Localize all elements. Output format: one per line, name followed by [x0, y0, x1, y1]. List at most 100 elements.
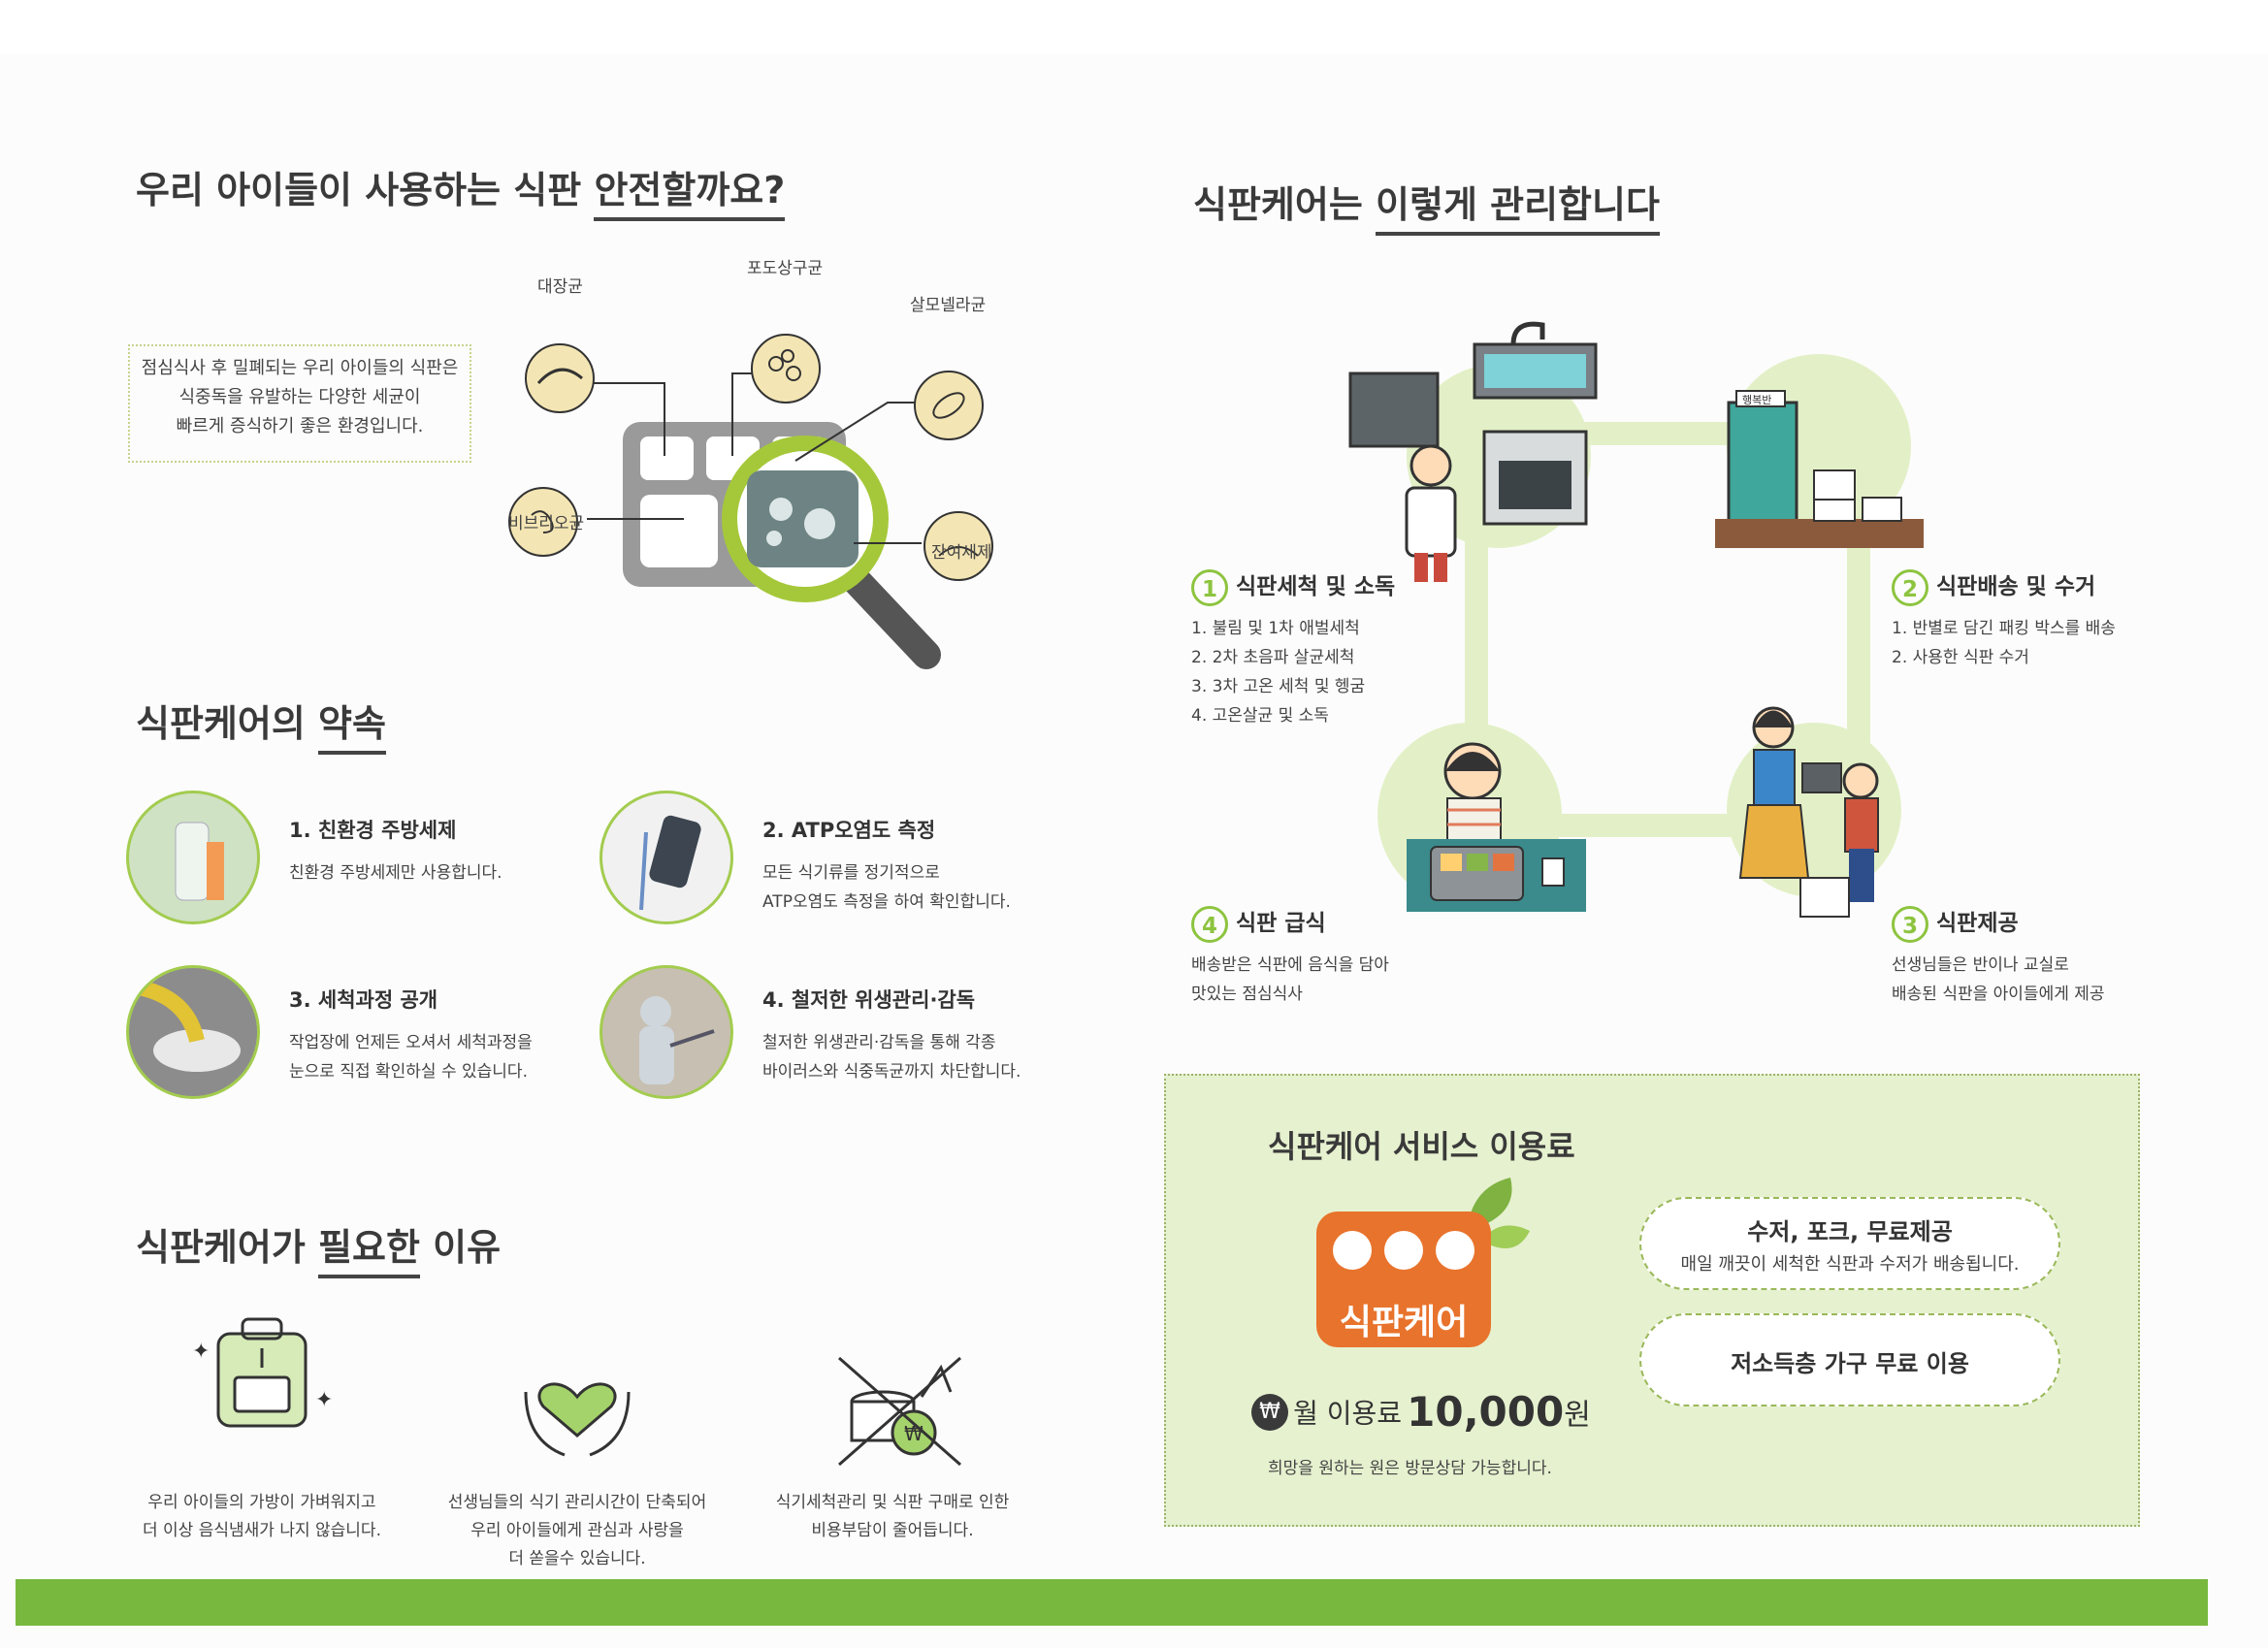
promise-photo-1	[126, 791, 260, 924]
step-3: 3 식판제공 선생님들은 반이나 교실로 배송된 식판을 아이들에게 제공	[1892, 904, 2105, 1009]
low-income-free-pill: 저소득층 가구 무료 이용	[1639, 1313, 2060, 1406]
reason-3-text: 식기세척관리 및 식판 구매로 인한 비용부담이 줄어듭니다.	[766, 1489, 1019, 1545]
step-desc-line: 배송된 식판을 아이들에게 제공	[1892, 984, 2105, 1004]
promise-item-desc: 친환경 주방세제만 사용합니다.	[289, 858, 502, 888]
promise-item-title: 3. 세척과정 공개	[289, 988, 438, 1012]
backpack-icon: ✦✦	[192, 1317, 333, 1428]
free-cutlery-pill: 수저, 포크, 무료제공 매일 깨끗이 세척한 식판과 수저가 배송됩니다.	[1639, 1197, 2060, 1290]
germ-label-salmonella: 살모넬라균	[910, 296, 987, 315]
step-desc-line: 1. 반별로 담긴 패킹 박스를 배송	[1892, 618, 2116, 638]
step-desc-line: 4. 고온살균 및 소독	[1191, 705, 1329, 726]
step-title: 식판제공	[1936, 911, 2019, 936]
germ-label-ecoli: 대장균	[537, 277, 583, 297]
reason-line: 우리 아이들의 가방이 가벼워지고	[147, 1493, 376, 1512]
promise-item-title: 4. 철저한 위생관리·감독	[762, 988, 976, 1012]
fee-panel: 식판케어 서비스 이용료 식판케어 ₩ 월 이용료 10,000원 희망을 원하…	[1164, 1074, 2140, 1527]
step-desc-line: 배송받은 식판에 음식을 담아	[1191, 954, 1389, 975]
delivery-illustration: 행복반	[1715, 390, 1924, 548]
step-desc: 1. 불림 및 1차 애벌세척 2. 2차 초음파 살균세척 3. 3차 고온 …	[1191, 614, 1395, 730]
won-icon: ₩	[1251, 1393, 1288, 1431]
promise-photo-3	[126, 965, 260, 1099]
caring-hands-heart-icon	[524, 1382, 631, 1457]
step-desc-line: 2. 2차 초음파 살균세척	[1191, 647, 1355, 667]
reason-line: 더 쏟을수 있습니다.	[508, 1549, 646, 1568]
germ-label-staph: 포도상구균	[747, 259, 824, 278]
fee-title: 식판케어 서비스 이용료	[1268, 1128, 1575, 1165]
step-desc-line: 3. 3차 고온 세척 및 헹굼	[1191, 676, 1366, 696]
promise-desc-line: 모든 식기류를 정기적으로	[762, 863, 940, 883]
reasons-title-text: 식판케어가	[136, 1226, 319, 1269]
reason-line: 비용부담이 줄어듭니다.	[811, 1521, 974, 1540]
promise-desc-line: 철저한 위생관리·감독을 통해 각종	[762, 1033, 996, 1052]
callout-line: 식중독을 유발하는 다양한 세균이	[178, 387, 421, 407]
step-desc: 배송받은 식판에 음식을 담아 맛있는 점심식사	[1191, 951, 1389, 1009]
ecoli-icon	[525, 343, 595, 413]
reason-line: 더 이상 음식냄새가 나지 않습니다.	[143, 1521, 381, 1540]
promise-item-title: 2. ATP오염도 측정	[762, 819, 936, 842]
safety-callout: 점심식사 후 밀폐되는 우리 아이들의 식판은 식중독을 유발하는 다양한 세균…	[128, 344, 471, 463]
safety-title-emph: 안전할까요?	[594, 169, 786, 221]
staph-icon	[751, 334, 821, 404]
price-unit: 원	[1564, 1398, 1591, 1433]
step-desc-line: 1. 불림 및 1차 애벌세척	[1191, 618, 1360, 638]
promise-desc-line: 바이러스와 식중독균까지 차단합니다.	[762, 1062, 1021, 1082]
svg-text:✦: ✦	[315, 1388, 333, 1412]
step-desc-line: 2. 사용한 식판 수거	[1892, 647, 2029, 667]
classroom-sign: 행복반	[1742, 394, 1771, 406]
callout-line: 빠르게 증식하기 좋은 환경입니다.	[176, 416, 424, 436]
step-desc: 1. 반별로 담긴 패킹 박스를 배송 2. 사용한 식판 수거	[1892, 614, 2116, 672]
reason-1-text: 우리 아이들의 가방이 가벼워지고 더 이상 음식냄새가 나지 않습니다.	[126, 1489, 398, 1545]
fee-note: 희망을 원하는 원은 방문상담 가능합니다.	[1268, 1459, 1552, 1478]
germ-label-detergent: 잔여세제	[931, 543, 992, 563]
promise-desc-line: 작업장에 언제든 오셔서 세척과정을	[289, 1033, 533, 1052]
promise-item-desc: 모든 식기류를 정기적으로 ATP오염도 측정을 하여 확인합니다.	[762, 858, 1011, 917]
promise-item-desc: 철저한 위생관리·감독을 통해 각종 바이러스와 식중독균까지 차단합니다.	[762, 1028, 1021, 1086]
pill-title: 수저, 포크, 무료제공	[1747, 1218, 1953, 1245]
callout-line: 점심식사 후 밀폐되는 우리 아이들의 식판은	[141, 358, 459, 378]
promise-title-text: 식판케어의	[136, 702, 319, 745]
promise-photo-4	[599, 965, 733, 1099]
tray-magnifier-illustration	[508, 334, 993, 669]
promise-title: 식판케어의 약속	[136, 694, 386, 755]
price-row: ₩ 월 이용료 10,000원	[1251, 1388, 1591, 1436]
process-title-emph: 이렇게 관리합니다	[1376, 183, 1660, 236]
reasons-title-tail: 이유	[419, 1226, 502, 1269]
lunch-illustration	[1407, 742, 1586, 912]
step-title: 식판 급식	[1236, 911, 1326, 936]
reason-line: 선생님들의 식기 관리시간이 단축되어	[447, 1493, 707, 1512]
reasons-title: 식판케어가 필요한 이유	[136, 1217, 502, 1278]
step-4: 4 식판 급식 배송받은 식판에 음식을 담아 맛있는 점심식사	[1191, 904, 1389, 1009]
promise-desc-line: 친환경 주방세제만 사용합니다.	[289, 863, 502, 883]
reason-2-text: 선생님들의 식기 관리시간이 단축되어 우리 아이들에게 관심과 사랑을 더 쏟…	[437, 1489, 718, 1573]
footer-bar	[16, 1579, 2208, 1626]
reason-line: 식기세척관리 및 식판 구매로 인한	[775, 1493, 1010, 1512]
promise-desc-line: 눈으로 직접 확인하실 수 있습니다.	[289, 1062, 528, 1082]
step-number-badge: 3	[1892, 905, 1928, 943]
step-number-badge: 4	[1191, 905, 1228, 943]
logo-text: 식판케어	[1339, 1303, 1469, 1342]
process-title-text: 식판케어는	[1193, 183, 1377, 226]
promise-photo-2	[599, 791, 733, 924]
pill-title: 저소득층 가구 무료 이용	[1731, 1350, 1969, 1377]
safety-title: 우리 아이들이 사용하는 식판 안전할까요?	[136, 160, 786, 221]
teacher-child-illustration	[1738, 706, 1879, 918]
brochure-page: 우리 아이들이 사용하는 식판 안전할까요? 점심식사 후 밀폐되는 우리 아이…	[0, 53, 2268, 1648]
svg-text:✦: ✦	[192, 1340, 210, 1364]
washing-illustration	[1348, 321, 1598, 582]
safety-title-text: 우리 아이들이 사용하는 식판	[136, 169, 595, 211]
reason-line: 우리 아이들에게 관심과 사랑을	[470, 1521, 684, 1540]
sikpancare-logo	[1316, 1178, 1530, 1347]
germ-label-vibrio: 비브리오균	[508, 514, 585, 533]
price-label: 월 이용료	[1293, 1397, 1403, 1430]
step-number-badge: 1	[1191, 568, 1228, 606]
price-value: 10,000	[1407, 1388, 1565, 1436]
promise-desc-line: ATP오염도 측정을 하여 확인합니다.	[762, 892, 1011, 912]
vibrio-icon	[508, 487, 578, 557]
reasons-title-emph: 필요한	[318, 1226, 420, 1278]
step-desc-line: 선생님들은 반이나 교실로	[1892, 954, 2069, 975]
step-desc: 선생님들은 반이나 교실로 배송된 식판을 아이들에게 제공	[1892, 951, 2105, 1009]
pill-desc: 매일 깨끗이 세척한 식판과 수저가 배송됩니다.	[1680, 1254, 2020, 1275]
salmonella-icon	[914, 371, 984, 440]
